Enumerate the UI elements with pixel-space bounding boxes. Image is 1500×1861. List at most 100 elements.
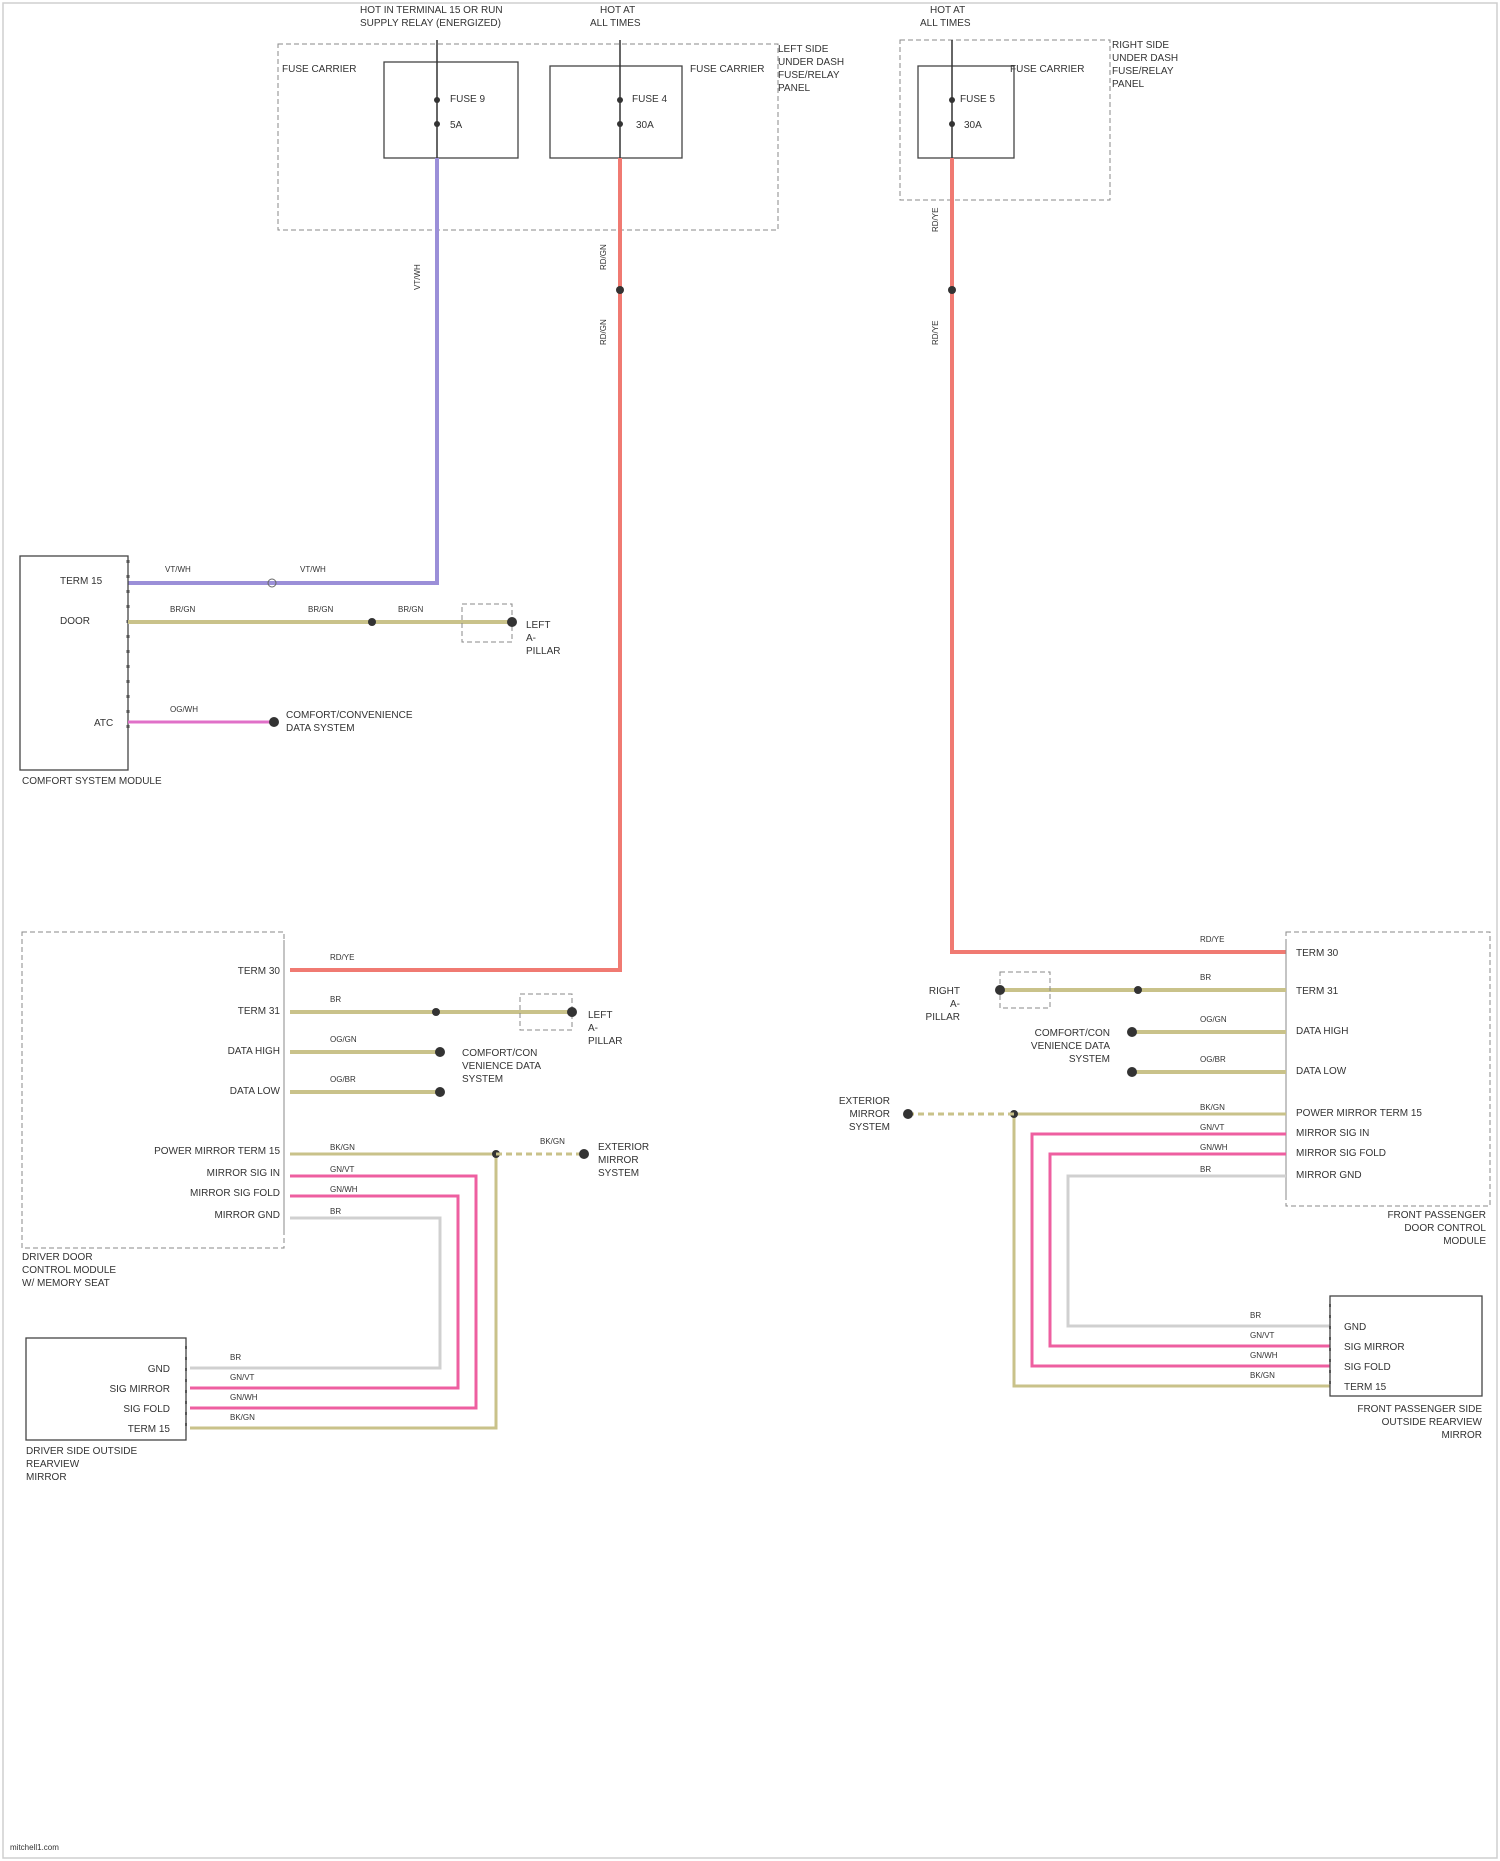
driver-mirror-wire-1: BR	[230, 1353, 241, 1362]
driver-mirror-wire-2: GN/VT	[230, 1373, 255, 1382]
source-right-label: HOT AT	[930, 5, 965, 16]
ccm-wire-d: BR/GN	[308, 605, 334, 614]
fuse-carrier-mid-label: FUSE CARRIER	[690, 64, 764, 75]
pass-wire-1: RD/YE	[1200, 935, 1224, 944]
wire-pass-mirror-gnd	[1068, 1176, 1330, 1326]
driver-mirror-pin-1: GND	[148, 1364, 170, 1375]
pass-pin-8: MIRROR GND	[1296, 1170, 1362, 1181]
fuse-left-amp: 5A	[450, 120, 463, 131]
driver-wire-8: BR	[330, 1207, 341, 1216]
fuse-carrier-right-label: FUSE CARRIER	[1010, 64, 1084, 75]
pass-mirror-pin-3: SIG FOLD	[1344, 1362, 1391, 1373]
driver-mirror-wire-3: GN/WH	[230, 1393, 258, 1402]
pass-mirror-wire-1: BR	[1250, 1311, 1261, 1320]
source-mid-label: HOT AT	[600, 5, 635, 16]
driver-pin-3: DATA HIGH	[228, 1046, 280, 1057]
wire-driver-mirror-gnd	[190, 1218, 440, 1368]
driver-wire-4: OG/BR	[330, 1075, 356, 1084]
driver-pin-1: TERM 30	[238, 966, 281, 977]
data-bus-icon	[269, 717, 279, 727]
driver-wire-1: RD/YE	[330, 953, 354, 962]
driver-wire-5: BK/GN	[330, 1143, 355, 1152]
splice-red-right	[948, 286, 956, 294]
pass-module-pins: TERM 30 TERM 31 DATA HIGH DATA LOW POWER…	[1296, 948, 1422, 1181]
fuse-symbol-right	[949, 40, 955, 158]
fuse-right-amp: 30A	[964, 120, 982, 131]
pass-mirror-pin-2: SIG MIRROR	[1344, 1342, 1405, 1353]
fuse-symbol-mid	[617, 40, 623, 158]
driver-pin-6: MIRROR SIG IN	[207, 1168, 280, 1179]
pass-mirror-name: FRONT PASSENGER SIDEOUTSIDE REARVIEWMIRR…	[1357, 1404, 1482, 1441]
pass-pin-6: MIRROR SIG IN	[1296, 1128, 1369, 1139]
ccm-wire-f: OG/WH	[170, 705, 198, 714]
ground-icon	[995, 985, 1005, 995]
pass-wire-3: OG/GN	[1200, 1015, 1227, 1024]
fuse-carrier-left-label: FUSE CARRIER	[282, 64, 356, 75]
driver-pin-2: TERM 31	[238, 1006, 281, 1017]
data-bus-icon	[1127, 1067, 1137, 1077]
wire-red-driver-term30	[290, 158, 620, 970]
pass-pin-5: POWER MIRROR TERM 15	[1296, 1108, 1422, 1119]
fuse-left-box	[384, 62, 518, 158]
fuse-left-name: FUSE 9	[450, 94, 485, 105]
fuse-symbol-left	[434, 40, 440, 158]
source-mid-sublabel: ALL TIMES	[590, 18, 641, 29]
pass-wire-2: BR	[1200, 973, 1211, 982]
footer-label: mitchell1.com	[10, 1843, 59, 1852]
driver-mirror-pin-2: SIG MIRROR	[109, 1384, 170, 1395]
ccm-wire-e: BR/GN	[398, 605, 424, 614]
pass-wire-5: BK/GN	[1200, 1103, 1225, 1112]
source-left-label: HOT IN TERMINAL 15 OR RUN	[360, 5, 503, 16]
ccm-pin-2-label: DOOR	[60, 616, 90, 627]
pass-wire-8: BR	[1200, 1165, 1211, 1174]
pass-wire-7: GN/WH	[1200, 1143, 1228, 1152]
pass-mirror-pin-4: TERM 15	[1344, 1382, 1387, 1393]
ext-mirror-icon	[579, 1149, 589, 1159]
pass-pin-4: DATA LOW	[1296, 1066, 1347, 1077]
pass-module-name: FRONT PASSENGERDOOR CONTROLMODULE	[1387, 1210, 1486, 1247]
fuse-mid-box	[550, 66, 682, 158]
ccm-wire-c: BR/GN	[170, 605, 196, 614]
pass-mirror-wire-4: BK/GN	[1250, 1371, 1275, 1380]
driver-mirror-pin-3: SIG FOLD	[123, 1404, 170, 1415]
driver-splice-label: BK/GN	[540, 1137, 565, 1146]
ccm-wire-a: VT/WH	[165, 565, 191, 574]
pass-pin-1: TERM 30	[1296, 948, 1339, 959]
ccm-name: COMFORT SYSTEM MODULE	[22, 776, 162, 787]
splice-red-left	[616, 286, 624, 294]
wire-red-label-3: RD/YE	[931, 208, 940, 232]
driver-pin-7: MIRROR SIG FOLD	[190, 1188, 280, 1199]
pass-mirror-wire-2: GN/VT	[1250, 1331, 1275, 1340]
ext-mirror-icon	[903, 1109, 913, 1119]
driver-ground-label: LEFTA-PILLAR	[588, 1010, 622, 1047]
driver-wire-2: BR	[330, 995, 341, 1004]
ground-icon	[567, 1007, 577, 1017]
ccm-box[interactable]	[20, 556, 128, 770]
driver-pin-5: POWER MIRROR TERM 15	[154, 1146, 280, 1157]
wire-violet-term15	[128, 158, 437, 583]
wire-red-label-4: RD/YE	[931, 321, 940, 345]
source-right-sublabel: ALL TIMES	[920, 18, 971, 29]
pass-pin-2: TERM 31	[1296, 986, 1339, 997]
fuse-right-name: FUSE 5	[960, 94, 995, 105]
wire-pass-mirror-sig	[1032, 1134, 1330, 1366]
data-bus-icon	[1127, 1027, 1137, 1037]
fuse-mid-amp: 30A	[636, 120, 654, 131]
pass-mirror-pin-1: GND	[1344, 1322, 1366, 1333]
wire-red-label-1: RD/GN	[599, 244, 608, 270]
driver-wire-6: GN/VT	[330, 1165, 355, 1174]
pass-wire-4: OG/BR	[1200, 1055, 1226, 1064]
driver-ground-splice	[432, 1008, 440, 1016]
driver-mirror-wire-4: BK/GN	[230, 1413, 255, 1422]
ccm-pin-1-label: TERM 15	[60, 576, 103, 587]
source-left-sublabel: SUPPLY RELAY (ENERGIZED)	[360, 18, 501, 29]
